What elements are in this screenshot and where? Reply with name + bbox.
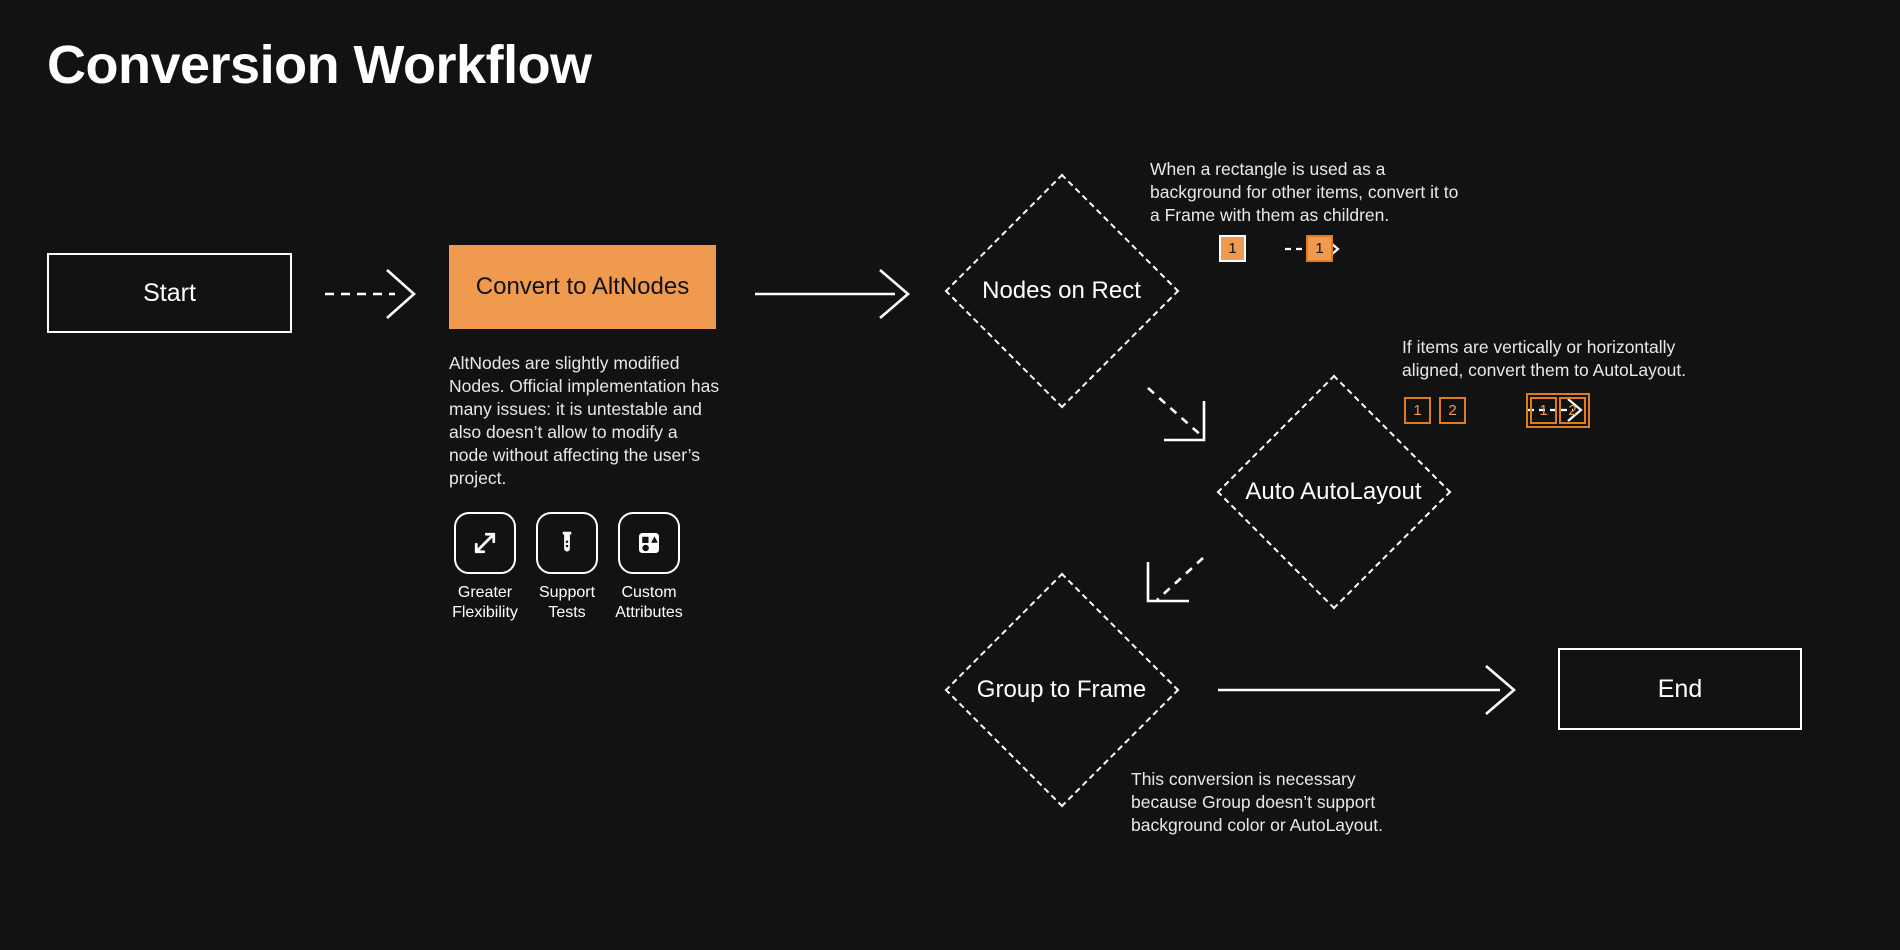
test-tube-icon — [562, 531, 572, 552]
feature-support-tests[interactable]: Support Tests — [534, 512, 600, 622]
feature-label-line2: Flexibility — [452, 603, 518, 621]
badge-before-1: 1 — [1219, 235, 1246, 262]
node-start[interactable]: Start — [47, 253, 292, 333]
node-convert-label: Convert to AltNodes — [475, 273, 690, 300]
feature-label-line2: Tests — [548, 603, 586, 621]
feature-label: Greater Flexibility — [446, 583, 524, 622]
feature-greater-flexibility[interactable]: Greater Flexibility — [452, 512, 518, 622]
node-nodes-on-rect[interactable]: Nodes on Rect — [944, 173, 1179, 408]
edge-nodes-on-rect-to-auto-autolayout — [1147, 387, 1206, 442]
feature-label: Custom Attributes — [610, 583, 688, 622]
node-nodes-on-rect-label: Nodes on Rect — [982, 276, 1141, 304]
feature-tile — [618, 512, 680, 574]
node-convert-to-altnodes[interactable]: Convert to AltNodes — [449, 245, 716, 329]
shapes-icon — [639, 533, 659, 553]
badge-arrow-gap — [1246, 248, 1306, 249]
badge-after-1: 1 — [1530, 397, 1557, 424]
feature-label: Support Tests — [528, 583, 606, 622]
node-end-label: End — [1657, 674, 1703, 703]
feature-tile — [454, 512, 516, 574]
node-group-to-frame[interactable]: Group to Frame — [944, 572, 1179, 807]
feature-list: Greater Flexibility Support Tests — [452, 512, 683, 622]
annotation-group-to-frame-text: This conversion is necessary because Gro… — [1131, 769, 1383, 836]
badge-group-frame: 1 2 — [1526, 393, 1590, 428]
convert-description: AltNodes are slightly modified Nodes. Of… — [449, 353, 720, 489]
feature-tile — [536, 512, 598, 574]
feature-label-line1: Support — [538, 584, 596, 601]
page-title: Conversion Workflow — [47, 35, 592, 95]
badge-before-1: 1 — [1404, 397, 1431, 424]
badge-after-1: 1 — [1306, 235, 1333, 262]
node-end[interactable]: End — [1558, 648, 1802, 730]
feature-label-line2: Attributes — [615, 603, 683, 621]
feature-label-line1: Custom — [621, 584, 677, 601]
node-start-label: Start — [143, 278, 196, 307]
badge-after-2: 2 — [1559, 397, 1586, 424]
annotation-2-arrow — [1528, 398, 1583, 422]
annotation-auto-autolayout-badges: 1 2 1 2 — [1404, 393, 1590, 428]
annotation-auto-autolayout-text: If items are vertically or horizontally … — [1402, 337, 1687, 381]
edge-auto-autolayout-to-group-to-frame — [1146, 557, 1204, 603]
annotation-nodes-on-rect-text: When a rectangle is used as a background… — [1150, 159, 1459, 226]
feature-custom-attributes[interactable]: Custom Attributes — [615, 512, 683, 622]
node-auto-autolayout[interactable]: Auto AutoLayout — [1216, 374, 1451, 609]
annotation-nodes-on-rect-badges: 1 1 — [1219, 235, 1333, 262]
edge-group-to-frame-to-end — [1218, 665, 1516, 715]
edge-convert-to-nodes-on-rect — [755, 269, 910, 319]
node-auto-autolayout-label: Auto AutoLayout — [1245, 477, 1422, 505]
node-group-to-frame-label: Group to Frame — [976, 675, 1147, 703]
edge-start-to-convert — [325, 269, 416, 319]
feature-label-line1: Greater — [457, 584, 513, 601]
expand-arrows-icon — [474, 532, 496, 554]
badge-before-2: 2 — [1439, 397, 1466, 424]
